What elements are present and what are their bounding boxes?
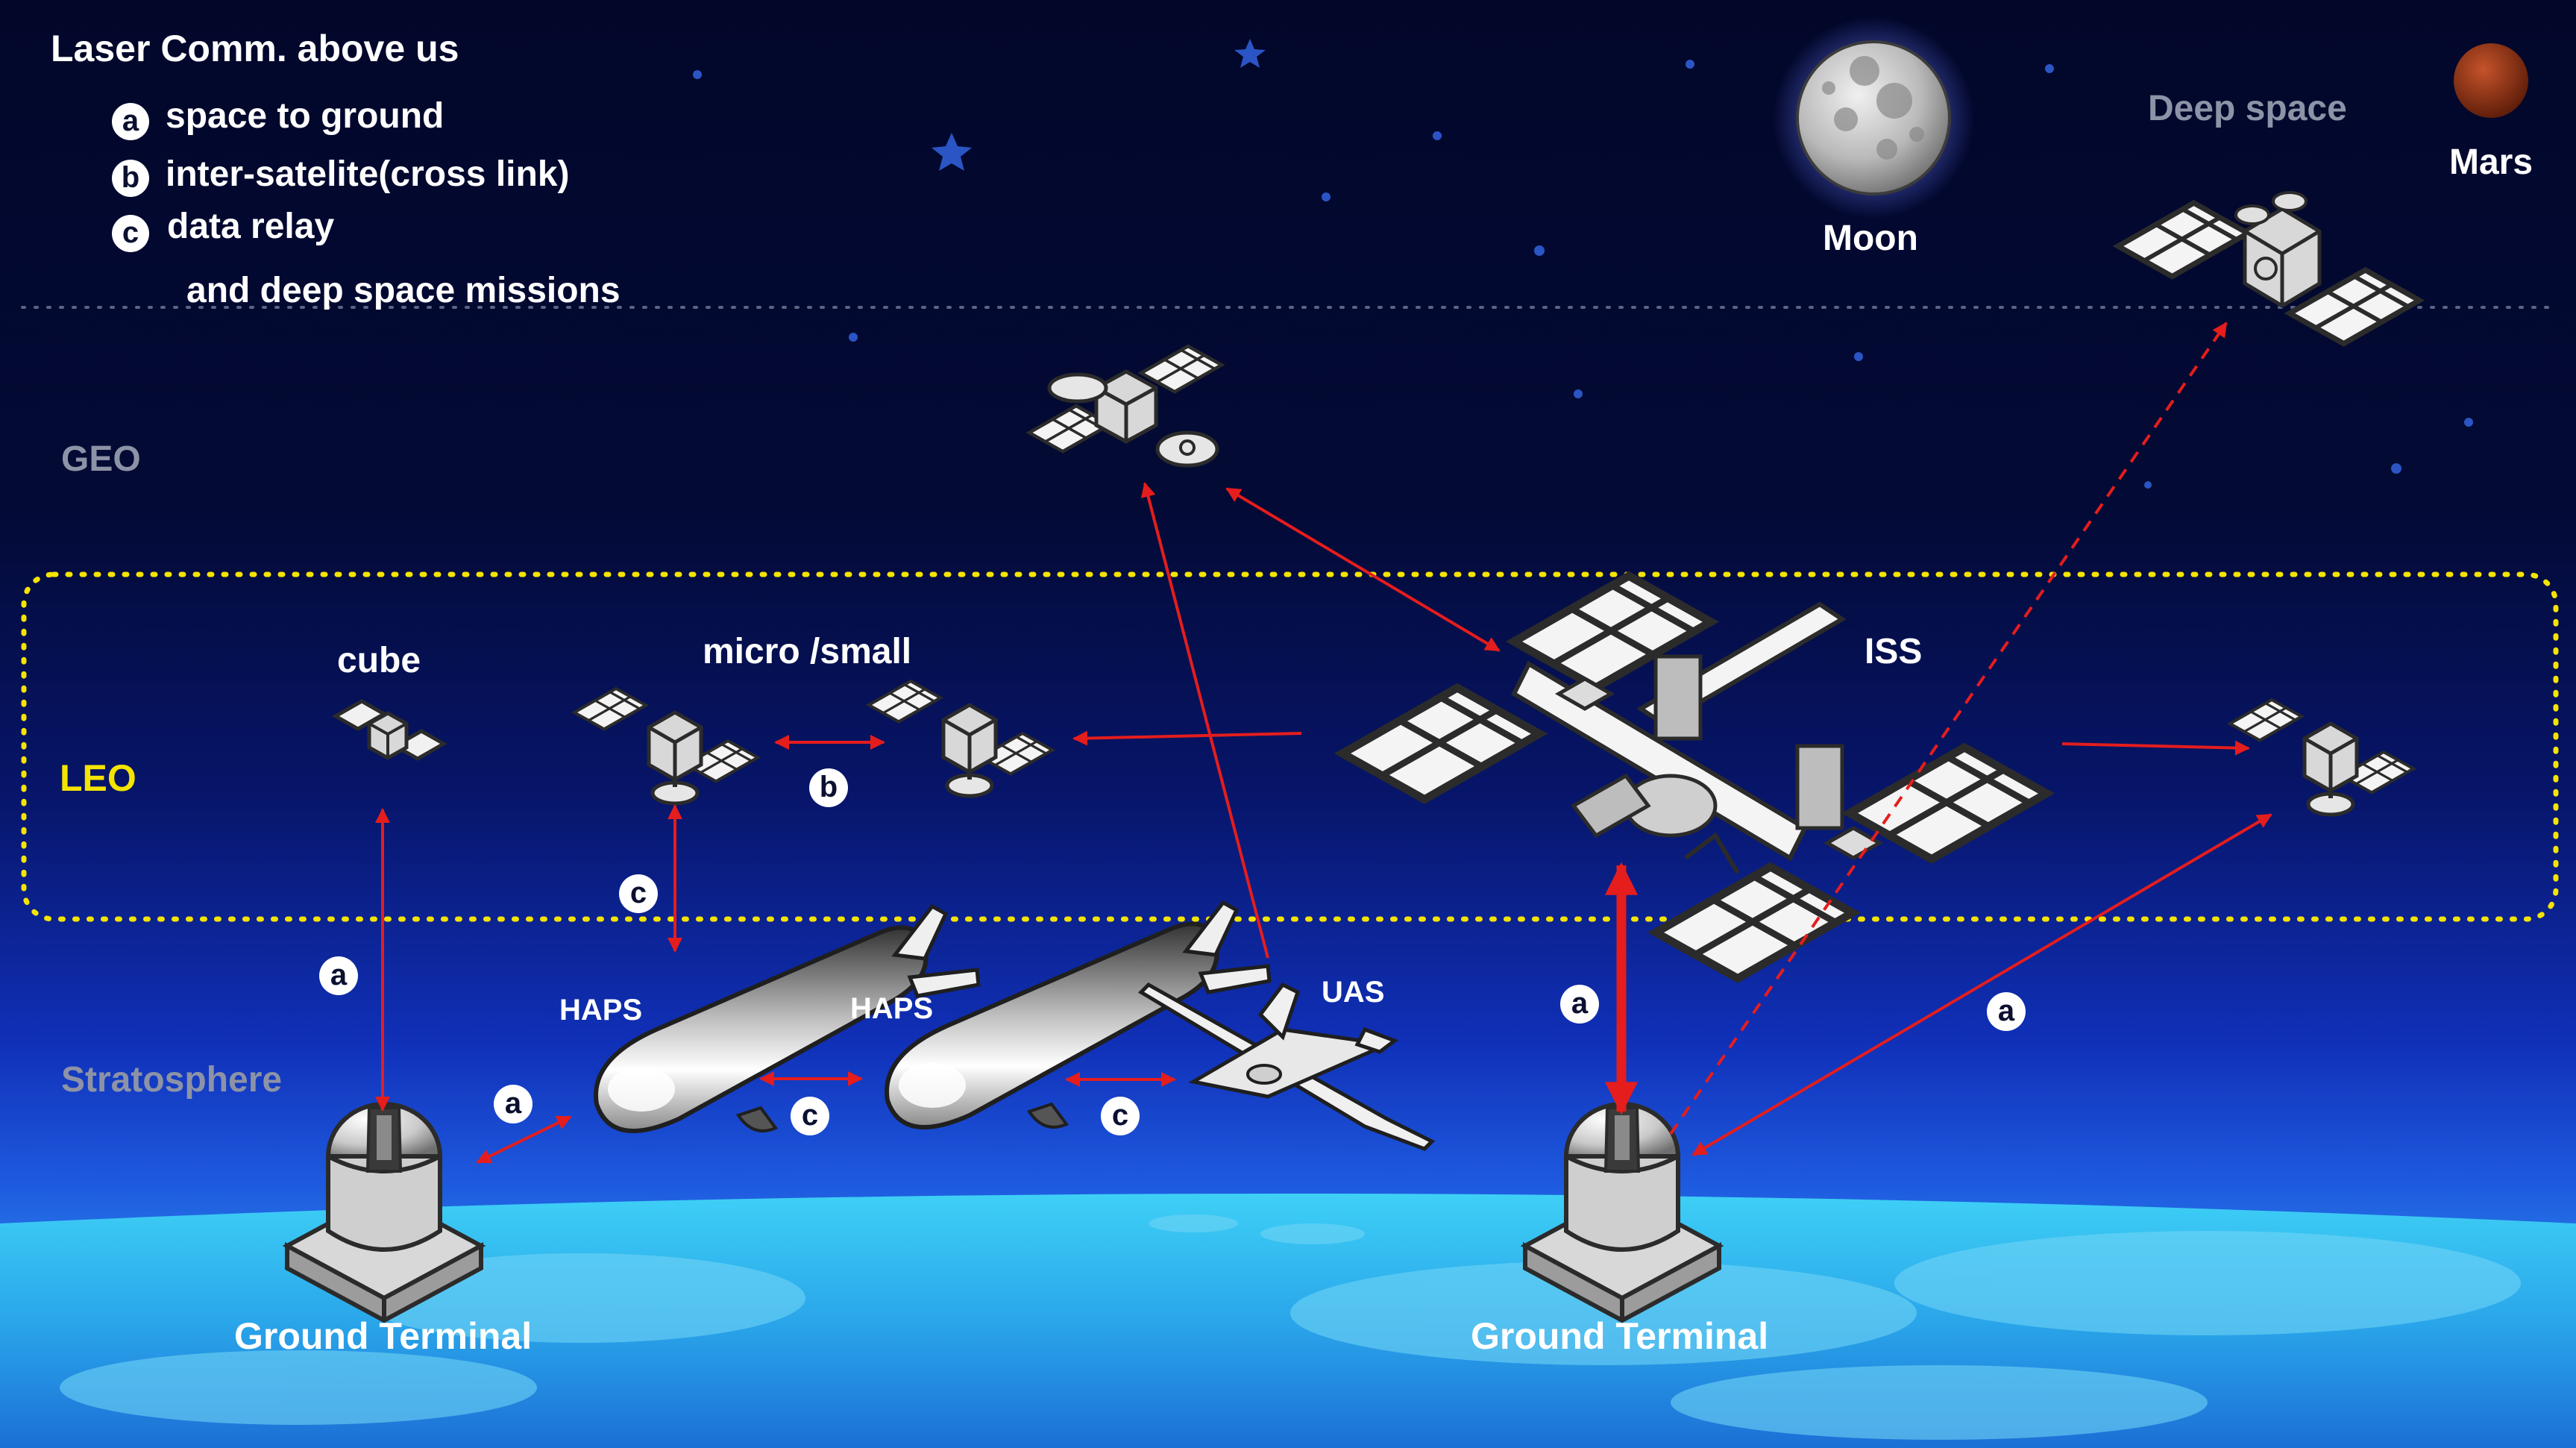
link-ground-deep-space: [1669, 322, 2228, 1135]
legend-item-data-relay: data relay: [167, 207, 335, 246]
layer-label-deep-space: Deep space: [2148, 89, 2347, 128]
iss-label: ISS: [1865, 632, 1923, 671]
legend-continuation: and deep space missions: [186, 271, 621, 310]
link-iss-leo-right: [2061, 740, 2250, 756]
badge-cube-ground: a: [319, 956, 358, 995]
geo-satellite: [1029, 346, 1222, 468]
ground-terminal-left-label: Ground Terminal: [234, 1315, 533, 1357]
ground-terminal-right-label: Ground Terminal: [1471, 1315, 1769, 1357]
earth: [0, 1194, 2576, 1448]
badge-haps-ground: a: [494, 1085, 533, 1123]
cube-satellite: [331, 699, 448, 761]
micro-small-label: micro /small: [703, 632, 912, 671]
uas-label: UAS: [1322, 976, 1385, 1009]
link-iss-micro: [1072, 730, 1302, 746]
legend-badge-a: a: [112, 103, 149, 140]
legend-badge-b: b: [112, 160, 149, 197]
link-ground-haps: [476, 1115, 572, 1164]
haps-label-1: HAPS: [559, 994, 643, 1027]
deep-space-satellite: [2118, 191, 2419, 344]
moon-illustration: [1773, 17, 1974, 219]
layer-label-stratosphere: Stratosphere: [61, 1060, 283, 1100]
stars: [693, 39, 2473, 489]
legend-item-inter-satellite: inter-satelite(cross link): [166, 154, 570, 194]
laser-links: [375, 322, 2272, 1164]
haps-label-2: HAPS: [850, 992, 934, 1025]
moon-label: Moon: [1823, 219, 1918, 258]
link-geo-iss: [1225, 487, 1501, 652]
layer-label-leo: LEO: [60, 757, 136, 799]
legend-badge-c: c: [112, 215, 149, 252]
badge-haps-haps-relay: c: [791, 1097, 829, 1135]
legend-item-space-to-ground: space to ground: [166, 96, 444, 136]
mars-label: Mars: [2449, 142, 2533, 182]
legend-title: Laser Comm. above us: [51, 28, 459, 69]
mars-illustration: [2454, 43, 2528, 118]
uas-aircraft: [1137, 982, 1436, 1151]
badge-iss-ground: a: [1560, 985, 1599, 1024]
badge-cross-link: b: [809, 768, 848, 807]
badge-haps-uas-relay: c: [1101, 1097, 1140, 1135]
cube-label: cube: [337, 641, 421, 680]
link-uas-geo: [1140, 482, 1269, 959]
badge-leo-haps-relay: c: [619, 874, 658, 913]
layer-label-geo: GEO: [61, 439, 141, 479]
badge-leo-ground-right: a: [1987, 992, 2026, 1031]
link-ground-leo-right: [1691, 813, 2272, 1156]
